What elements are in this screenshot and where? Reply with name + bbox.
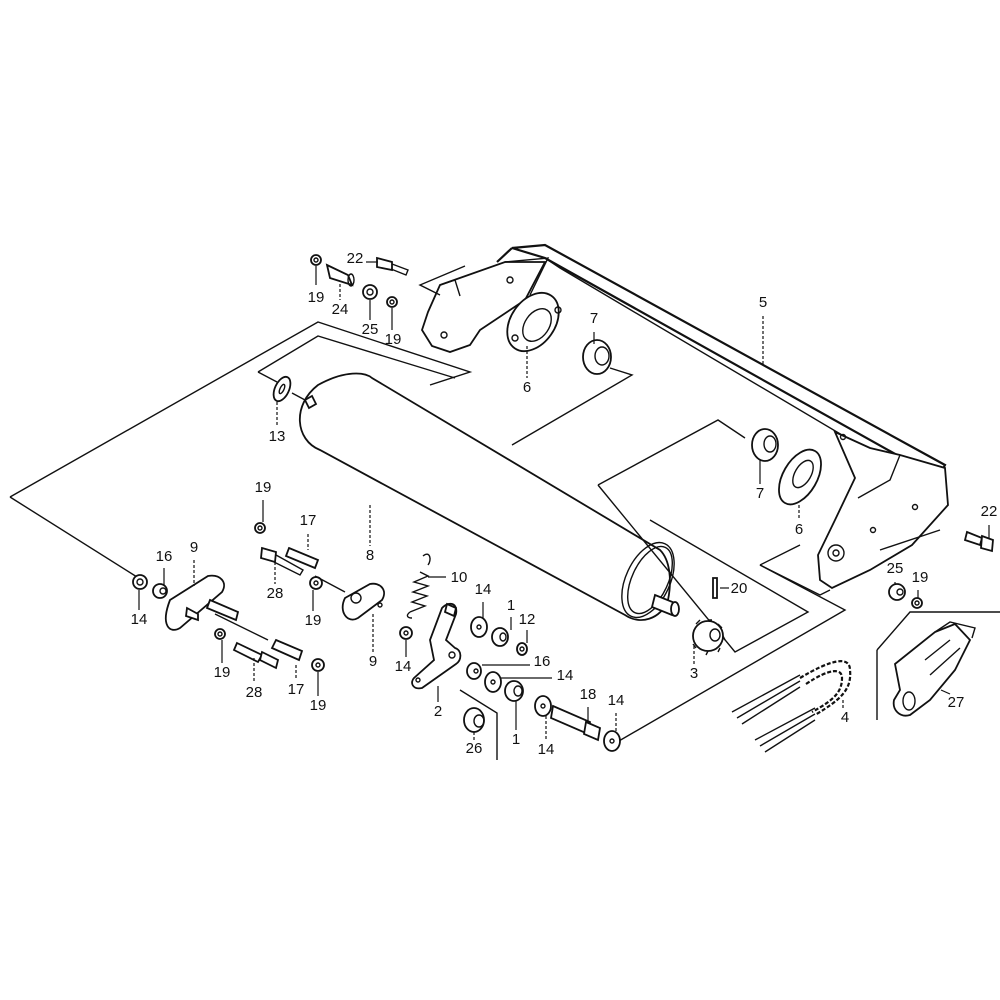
callout-19: 19	[214, 664, 231, 681]
callout-9: 9	[190, 539, 198, 556]
bearing-flange-right	[751, 428, 822, 506]
callout-17: 17	[288, 681, 305, 698]
callout-19: 19	[255, 479, 272, 496]
top-hardware	[310, 254, 409, 308]
roller-frame-part-5	[421, 243, 949, 590]
callout-22: 22	[347, 250, 364, 267]
callout-25: 25	[887, 560, 904, 577]
left-plate-assembly	[132, 522, 413, 672]
callout-19: 19	[385, 331, 402, 348]
callout-28: 28	[246, 684, 263, 701]
callout-24: 24	[332, 301, 349, 318]
callout-16: 16	[534, 653, 551, 670]
callout-19: 19	[912, 569, 929, 586]
callout-19: 19	[310, 697, 327, 714]
callout-7: 7	[590, 310, 598, 327]
roller-part-8	[298, 372, 680, 621]
callout-17: 17	[300, 512, 317, 529]
callout-14: 14	[557, 667, 574, 684]
callout-5: 5	[759, 294, 767, 311]
callout-6: 6	[523, 379, 531, 396]
callout-26: 26	[466, 740, 483, 757]
callout-10: 10	[451, 569, 468, 586]
callout-22: 22	[981, 503, 998, 520]
callout-25: 25	[362, 321, 379, 338]
callout-12: 12	[519, 611, 536, 628]
callout-13: 13	[269, 428, 286, 445]
assembly-boundary-lines	[9, 265, 1000, 760]
sprocket-3	[692, 577, 726, 656]
callout-19: 19	[308, 289, 325, 306]
callout-14: 14	[395, 658, 412, 675]
center-hardware	[463, 616, 621, 752]
chain-4	[731, 660, 852, 753]
callout-8: 8	[366, 547, 374, 564]
callout-labels: 22 19 24 25 19 7 5 6 13 7 6 22 8 19 17 1…	[131, 250, 998, 758]
washer-13	[272, 375, 306, 403]
callout-2: 2	[434, 703, 442, 720]
callout-14: 14	[131, 611, 148, 628]
callout-28: 28	[267, 585, 284, 602]
callout-16: 16	[156, 548, 173, 565]
callout-14: 14	[608, 692, 625, 709]
callout-1: 1	[512, 731, 520, 748]
callout-18: 18	[580, 686, 597, 703]
callout-14: 14	[475, 581, 492, 598]
right-hardware	[888, 530, 994, 609]
callout-6: 6	[795, 521, 803, 538]
callout-9: 9	[369, 653, 377, 670]
leader-lines	[138, 261, 990, 740]
callout-20: 20	[731, 580, 748, 597]
lever-arm-2	[411, 602, 462, 690]
callout-7: 7	[756, 485, 764, 502]
callout-27: 27	[948, 694, 965, 711]
callout-1: 1	[507, 597, 515, 614]
callout-19: 19	[305, 612, 322, 629]
bearing-flange-top	[506, 292, 612, 375]
callout-4: 4	[841, 709, 849, 726]
callout-3: 3	[690, 665, 698, 682]
callout-14: 14	[538, 741, 555, 758]
spring-10	[406, 553, 431, 619]
chain-case-27	[892, 621, 976, 717]
